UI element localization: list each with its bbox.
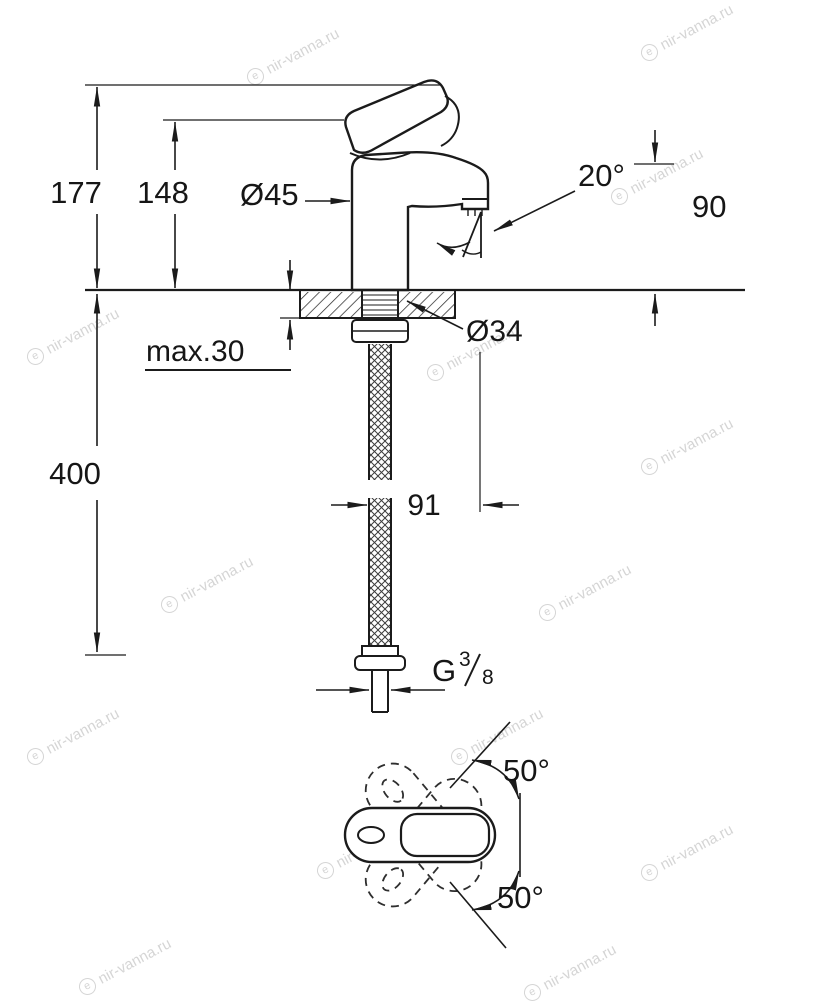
dim-label-height-to-handle: 148 xyxy=(137,175,189,210)
faucet-side-view xyxy=(344,79,490,292)
swivel-ref-lower xyxy=(449,881,507,949)
hose-flange xyxy=(361,645,399,657)
dim-label-swivel-up: 50° xyxy=(503,753,550,788)
cartridge-cap xyxy=(349,152,411,161)
dim-leader-arrow xyxy=(406,300,464,330)
hose-braid-upper xyxy=(369,344,391,480)
hose-edges-upper xyxy=(368,344,392,480)
dim-max-counter-thickness: max.30 xyxy=(145,260,300,371)
swivel-arc-lower xyxy=(471,870,520,911)
top-view-body xyxy=(343,806,497,864)
angle-arc xyxy=(461,249,482,255)
dim-mounting-hole-diameter: Ø34 xyxy=(406,300,523,348)
hose-tail-tube xyxy=(371,670,389,713)
dim-total-height: 177 xyxy=(50,84,440,289)
dim-spout-reach: 91 xyxy=(331,352,519,522)
rotation-arrow xyxy=(436,241,471,256)
dim-label-max-counter-thickness: max.30 xyxy=(146,335,244,368)
supply-hose xyxy=(354,344,406,713)
thread-prefix: G xyxy=(432,653,456,688)
dim-label-spout-angle: 20° xyxy=(578,158,625,193)
faucet-lever xyxy=(344,79,449,154)
dim-label-supply-hose-length: 400 xyxy=(49,456,101,491)
thread-denominator: 8 xyxy=(482,666,494,689)
hose-nut xyxy=(354,655,406,671)
dim-spout-angle: 20° xyxy=(436,158,625,258)
slab-outline xyxy=(299,290,456,319)
top-view-spout-opening xyxy=(399,812,491,858)
dim-height-to-handle: 148 xyxy=(137,119,344,289)
dim-supply-hose-length: 400 xyxy=(49,293,126,656)
slab-hatch-left xyxy=(300,292,361,318)
dim-label-spout-reach: 91 xyxy=(407,489,440,522)
aerator-ticks xyxy=(467,209,483,216)
counter-section xyxy=(85,288,745,343)
lever-nose xyxy=(440,95,460,147)
dim-label-total-height: 177 xyxy=(50,175,102,210)
dim-label-body-diameter: Ø45 xyxy=(240,177,299,212)
top-view-handle-dot xyxy=(357,826,385,844)
dim-body-diameter: Ø45 xyxy=(240,177,351,212)
hose-edges-lower xyxy=(368,498,392,646)
dim-label-spout-outlet-height: 90 xyxy=(692,189,726,224)
faucet-body-outline xyxy=(350,150,490,292)
angle-leader xyxy=(493,190,576,232)
hose-braid-lower xyxy=(369,498,391,646)
swivel-arc-upper xyxy=(471,759,520,800)
thread-numerator: 3 xyxy=(459,648,471,671)
dim-label-swivel-down: 50° xyxy=(497,880,544,915)
dim-thread-size: G 3 8 xyxy=(316,648,494,694)
fraction-slash xyxy=(464,653,481,687)
shank-thread-ticks xyxy=(362,294,398,316)
swivel-ref-upper xyxy=(449,721,511,789)
dim-spout-outlet-height: 90 xyxy=(634,130,726,326)
faucet-top-view: 50° 50° xyxy=(343,721,550,949)
angle-reference-lines xyxy=(462,211,482,258)
dim-label-mounting-hole-diameter: Ø34 xyxy=(466,315,523,348)
slab-hatch-right xyxy=(399,292,455,318)
